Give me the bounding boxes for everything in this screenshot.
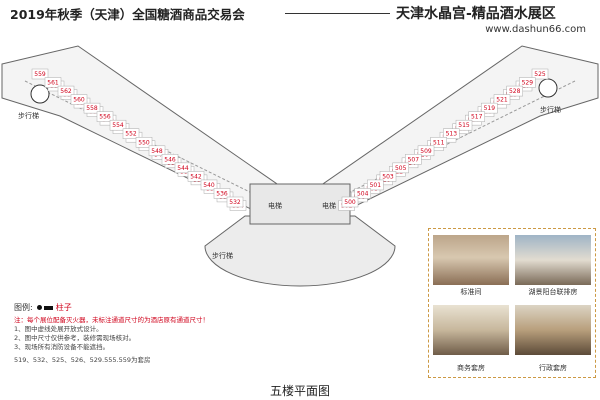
room-number: 556: [99, 114, 111, 121]
header-divider: [285, 13, 390, 14]
room-number: 528: [509, 88, 521, 95]
elevator-lobby: [249, 183, 351, 225]
room-box: [200, 179, 218, 191]
room-box: [109, 119, 127, 131]
left-stairs-label: 步行梯: [18, 111, 39, 120]
room-box: [226, 196, 244, 208]
notes: 注：每个展位配备灭火器，未标注通道尺寸的为酒店原有通道尺寸！ 1、图中虚线处展开…: [14, 316, 209, 365]
room-number: 525: [534, 71, 546, 78]
room-number: 548: [151, 148, 163, 155]
room-photos-panel: 标准间 湖景阳台联排房 商务套房 行政套房: [428, 228, 596, 378]
room-box: [57, 85, 75, 97]
room-box: [31, 68, 49, 80]
elevator-label-right: 电梯: [322, 201, 336, 210]
room-number: 515: [458, 122, 470, 129]
room-box: [174, 162, 192, 174]
room-box: [161, 154, 179, 165]
room-number: 504: [357, 190, 369, 197]
room-box: [83, 102, 101, 114]
room-number: 501: [370, 182, 382, 189]
room-box: [379, 171, 397, 182]
room-box: [341, 196, 359, 208]
room-box: [392, 162, 409, 174]
room-box: [96, 111, 114, 122]
room-box: [519, 77, 536, 88]
room-number: 505: [395, 165, 407, 172]
note-line-3: 3、现场所有消防设备不能遮挡。: [14, 343, 110, 351]
room-number: 559: [34, 71, 46, 78]
room-number: 544: [177, 165, 189, 172]
room-number: 500: [344, 199, 356, 206]
website-url[interactable]: www.dashun66.com: [485, 24, 586, 35]
room-number: 558: [86, 105, 98, 112]
room-box: [70, 94, 88, 105]
room-box: [354, 188, 371, 199]
right-stairs-icon: [538, 78, 558, 98]
room-number: 529: [522, 80, 534, 87]
note-line-2: 2、图中尺寸仅供参考，装修需现场核对。: [14, 334, 136, 342]
legend-pillar-label: 柱子: [55, 303, 72, 312]
legend: 图例: 柱子: [14, 302, 72, 313]
room-box: [430, 137, 447, 148]
photo-lake-balcony-room: [515, 235, 591, 285]
room-box: [481, 102, 498, 114]
elevator-label-left: 电梯: [268, 201, 282, 210]
legend-prefix: 图例:: [14, 303, 33, 312]
room-number: 550: [138, 139, 150, 146]
room-number: 560: [73, 97, 85, 104]
event-title: 2019年秋季（天津）全国糖酒商品交易会: [10, 7, 245, 22]
room-number: 507: [408, 156, 420, 163]
pillar-dot-icon: [37, 305, 43, 310]
caption-lake-balcony-room: 湖景阳台联排房: [528, 288, 578, 296]
room-box: [135, 137, 153, 148]
floor-plan: 电梯 电梯 步行梯 步行梯 步行梯 5595575615555625535605…: [1, 45, 599, 287]
room-number: 509: [420, 148, 432, 155]
room-number: 532: [229, 199, 241, 206]
room-number: 552: [125, 131, 137, 138]
room-box: [122, 128, 140, 139]
right-stairs-label: 步行梯: [540, 105, 561, 114]
caption-executive-suite: 行政套房: [539, 364, 567, 372]
room-number: 513: [446, 131, 458, 138]
room-box: [405, 154, 422, 165]
room-box: [44, 77, 62, 88]
pillar-bar-icon: [44, 305, 54, 310]
room-number: 540: [203, 182, 215, 189]
room-number: 519: [484, 105, 496, 112]
room-number: 503: [382, 173, 394, 180]
room-box: [148, 145, 166, 157]
venue-title: 天津水晶宫-精品酒水展区: [396, 6, 556, 22]
central-hall: [204, 215, 396, 287]
room-number: 511: [433, 139, 445, 146]
photo-business-suite: [433, 305, 509, 355]
room-number: 536: [216, 190, 228, 197]
room-number: 542: [190, 173, 202, 180]
left-stairs-icon: [30, 84, 50, 104]
room-box: [443, 128, 460, 139]
room-box: [455, 119, 473, 131]
bottom-stairs-label: 步行梯: [212, 251, 233, 260]
room-number: 546: [164, 156, 176, 163]
room-box: [367, 179, 384, 191]
room-number: 561: [47, 80, 59, 87]
room-box: [506, 85, 523, 97]
room-number: 521: [496, 97, 508, 104]
room-box: [468, 111, 485, 122]
room-number: 562: [60, 88, 72, 95]
room-box: [493, 94, 511, 105]
photo-executive-suite: [515, 305, 591, 355]
room-number: 554: [112, 122, 124, 129]
note-line-1: 1、图中虚线处展开放式设计。: [14, 325, 103, 333]
room-box: [531, 68, 549, 80]
floor-plan-title: 五楼平面图: [269, 384, 330, 398]
room-number: 517: [471, 114, 483, 121]
caption-business-suite: 商务套房: [457, 364, 485, 372]
note-warning: 注：每个展位配备灭火器，未标注通道尺寸的为酒店原有通道尺寸！: [14, 316, 209, 324]
room-box: [417, 145, 435, 157]
room-box: [213, 188, 231, 199]
photo-standard-room: [433, 235, 509, 285]
caption-standard-room: 标准间: [460, 288, 482, 296]
room-box: [187, 171, 205, 182]
note-suites: 519、532、525、526、529.555.559为套房: [14, 356, 151, 364]
